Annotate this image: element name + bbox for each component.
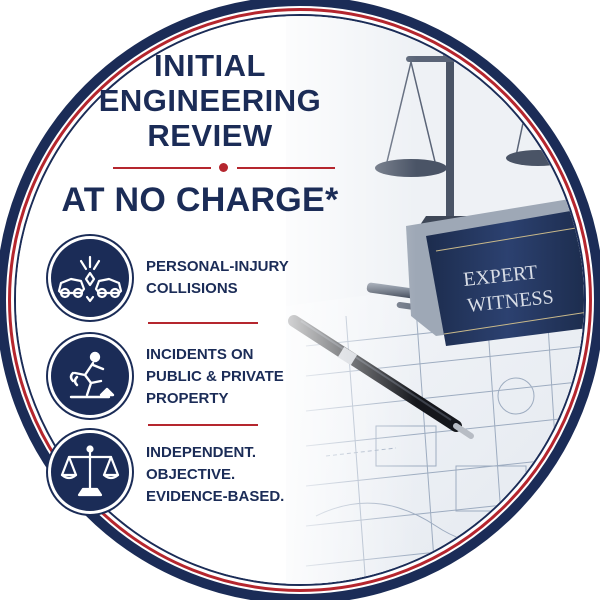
feature-property-incidents: INCIDENTS ON PUBLIC & PRIVATE PROPERTY — [48, 334, 348, 424]
feature-collisions-text: PERSONAL-INJURY COLLISIONS — [146, 258, 289, 297]
feature-separator-2 — [148, 424, 258, 426]
subheadline: AT NO CHARGE* — [61, 181, 339, 219]
scales-icon — [48, 430, 132, 514]
collision-icon — [48, 236, 132, 320]
feature-independent: INDEPENDENT. OBJECTIVE. EVIDENCE-BASED. — [48, 430, 348, 520]
feature-independent-text: INDEPENDENT. OBJECTIVE. EVIDENCE-BASED. — [146, 444, 285, 505]
headline-line-2: ENGINEERING — [98, 83, 322, 118]
feature-collisions: PERSONAL-INJURY COLLISIONS — [48, 236, 348, 326]
red-ring — [8, 8, 592, 592]
headline: INITIAL ENGINEERING REVIEW — [90, 48, 330, 153]
slip-fall-icon — [48, 334, 132, 418]
divider-dot — [219, 163, 228, 172]
headline-line-1: INITIAL — [154, 48, 266, 83]
feature-property-incidents-text: INCIDENTS ON PUBLIC & PRIVATE PROPERTY — [146, 346, 284, 407]
feature-separator-1 — [148, 322, 258, 324]
headline-line-3: REVIEW — [147, 118, 273, 153]
headline-divider — [113, 163, 335, 172]
